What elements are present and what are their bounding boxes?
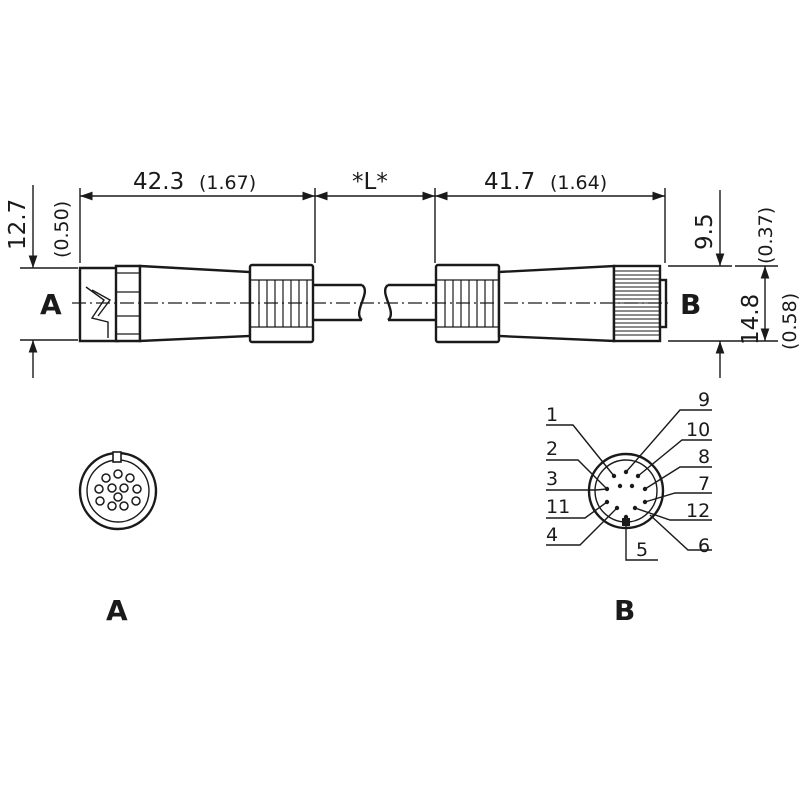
pin-label-12: 12 xyxy=(686,500,710,522)
pin-label-4: 4 xyxy=(546,524,558,546)
pin-label-1: 1 xyxy=(546,404,558,426)
right-length-value: 41.7 xyxy=(484,169,535,195)
left-height-value: 12.7 xyxy=(5,199,31,250)
right-height-inch: (0.58) xyxy=(779,293,800,350)
connector-b-face xyxy=(587,452,665,530)
left-length-value: 42.3 xyxy=(133,169,184,195)
side-label-b: B xyxy=(680,288,701,321)
pin-label-2: 2 xyxy=(546,438,558,460)
connector-a-face xyxy=(78,451,158,531)
pin-label-6: 6 xyxy=(698,535,710,557)
pin-label-8: 8 xyxy=(698,446,710,468)
pin-label-9: 9 xyxy=(698,389,710,411)
right-length-inch: (1.64) xyxy=(550,172,607,194)
right-top-inch: (0.37) xyxy=(755,207,777,264)
side-label-a: A xyxy=(40,288,62,321)
pin-label-11: 11 xyxy=(546,496,570,518)
pinout-leaders xyxy=(546,409,712,561)
horizontal-dimensions: 42.3 (1.67) *L* 41.7 (1.64) xyxy=(79,169,666,263)
right-height-value: 14.8 xyxy=(738,294,764,345)
cable-length-label: *L* xyxy=(352,169,388,195)
pin-label-3: 3 xyxy=(546,468,558,490)
left-length-inch: (1.67) xyxy=(199,172,256,194)
face-label-a: A xyxy=(106,594,128,627)
pin-label-7: 7 xyxy=(698,473,710,495)
face-label-b: B xyxy=(614,594,635,627)
pin-label-5: 5 xyxy=(636,539,648,561)
left-height-dimension: 12.7 (0.50) xyxy=(5,185,78,378)
pin-label-10: 10 xyxy=(686,419,710,441)
right-top-value: 9.5 xyxy=(692,213,718,250)
right-height-dimensions: 9.5 (0.37) 14.8 (0.58) xyxy=(668,190,800,378)
left-height-inch: (0.50) xyxy=(51,201,73,258)
